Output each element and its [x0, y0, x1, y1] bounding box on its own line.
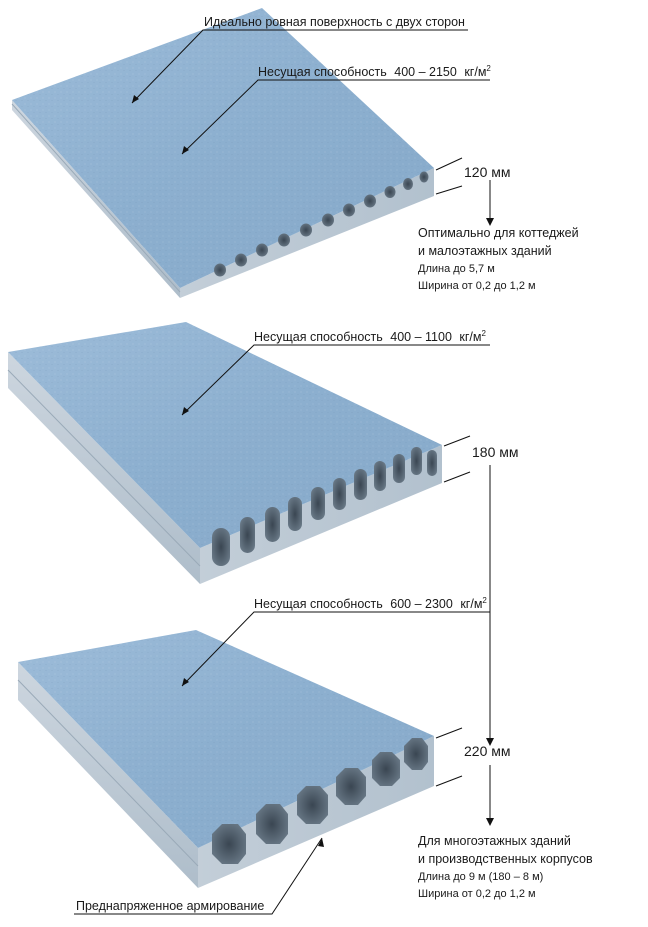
capacity-value-1: 400 – 2150 [394, 65, 457, 79]
thickness-120: 120 мм [464, 164, 511, 180]
prestressed-label: Преднапряженное армирование [76, 899, 264, 913]
leader-arrowheads [132, 95, 494, 847]
capacity-value-2: 400 – 1100 [390, 330, 452, 344]
purpose-220-line2: и производственных корпусов [418, 852, 593, 866]
capacity-unit: кг/м [464, 65, 486, 79]
slab-120-voids [214, 171, 429, 277]
slab-220-side [18, 662, 198, 888]
slab-180 [7, 322, 442, 584]
purpose-120-line2: и малоэтажных зданий [418, 244, 552, 258]
capacity-unit: кг/м [459, 330, 481, 344]
slab-180-voids [212, 447, 437, 566]
width-220: Ширина от 0,2 до 1,2 м [418, 888, 536, 900]
capacity-label-1: Несущая способность 400 – 2150 кг/м2 [258, 64, 491, 79]
capacity-unit: кг/м [460, 597, 482, 611]
leader-lines [74, 29, 491, 915]
capacity-label-3: Несущая способность 600 – 2300 кг/м2 [254, 596, 487, 611]
slab-120-side [12, 100, 180, 298]
slab-220-voids [212, 738, 428, 864]
capacity-prefix: Несущая способность [258, 65, 387, 79]
capacity-label-2: Несущая способность 400 – 1100 кг/м2 [254, 329, 487, 344]
capacity-sup: 2 [482, 596, 487, 605]
capacity-value-3: 600 – 2300 [390, 597, 453, 611]
length-220: Длина до 9 м (180 – 8 м) [418, 871, 543, 883]
slab-120 [11, 8, 434, 298]
capacity-prefix: Несущая способность [254, 597, 383, 611]
surface-label: Идеально ровная поверхность с двух сторо… [204, 15, 465, 29]
capacity-sup: 2 [486, 64, 491, 73]
thickness-220: 220 мм [464, 743, 511, 759]
capacity-sup: 2 [482, 329, 487, 338]
purpose-120-line1: Оптимально для коттеджей [418, 226, 579, 240]
length-120: Длина до 5,7 м [418, 263, 495, 275]
thickness-180: 180 мм [472, 444, 519, 460]
purpose-220-line1: Для многоэтажных зданий [418, 834, 571, 848]
slab-220 [17, 630, 434, 888]
width-120: Ширина от 0,2 до 1,2 м [418, 280, 536, 292]
capacity-prefix: Несущая способность [254, 330, 383, 344]
